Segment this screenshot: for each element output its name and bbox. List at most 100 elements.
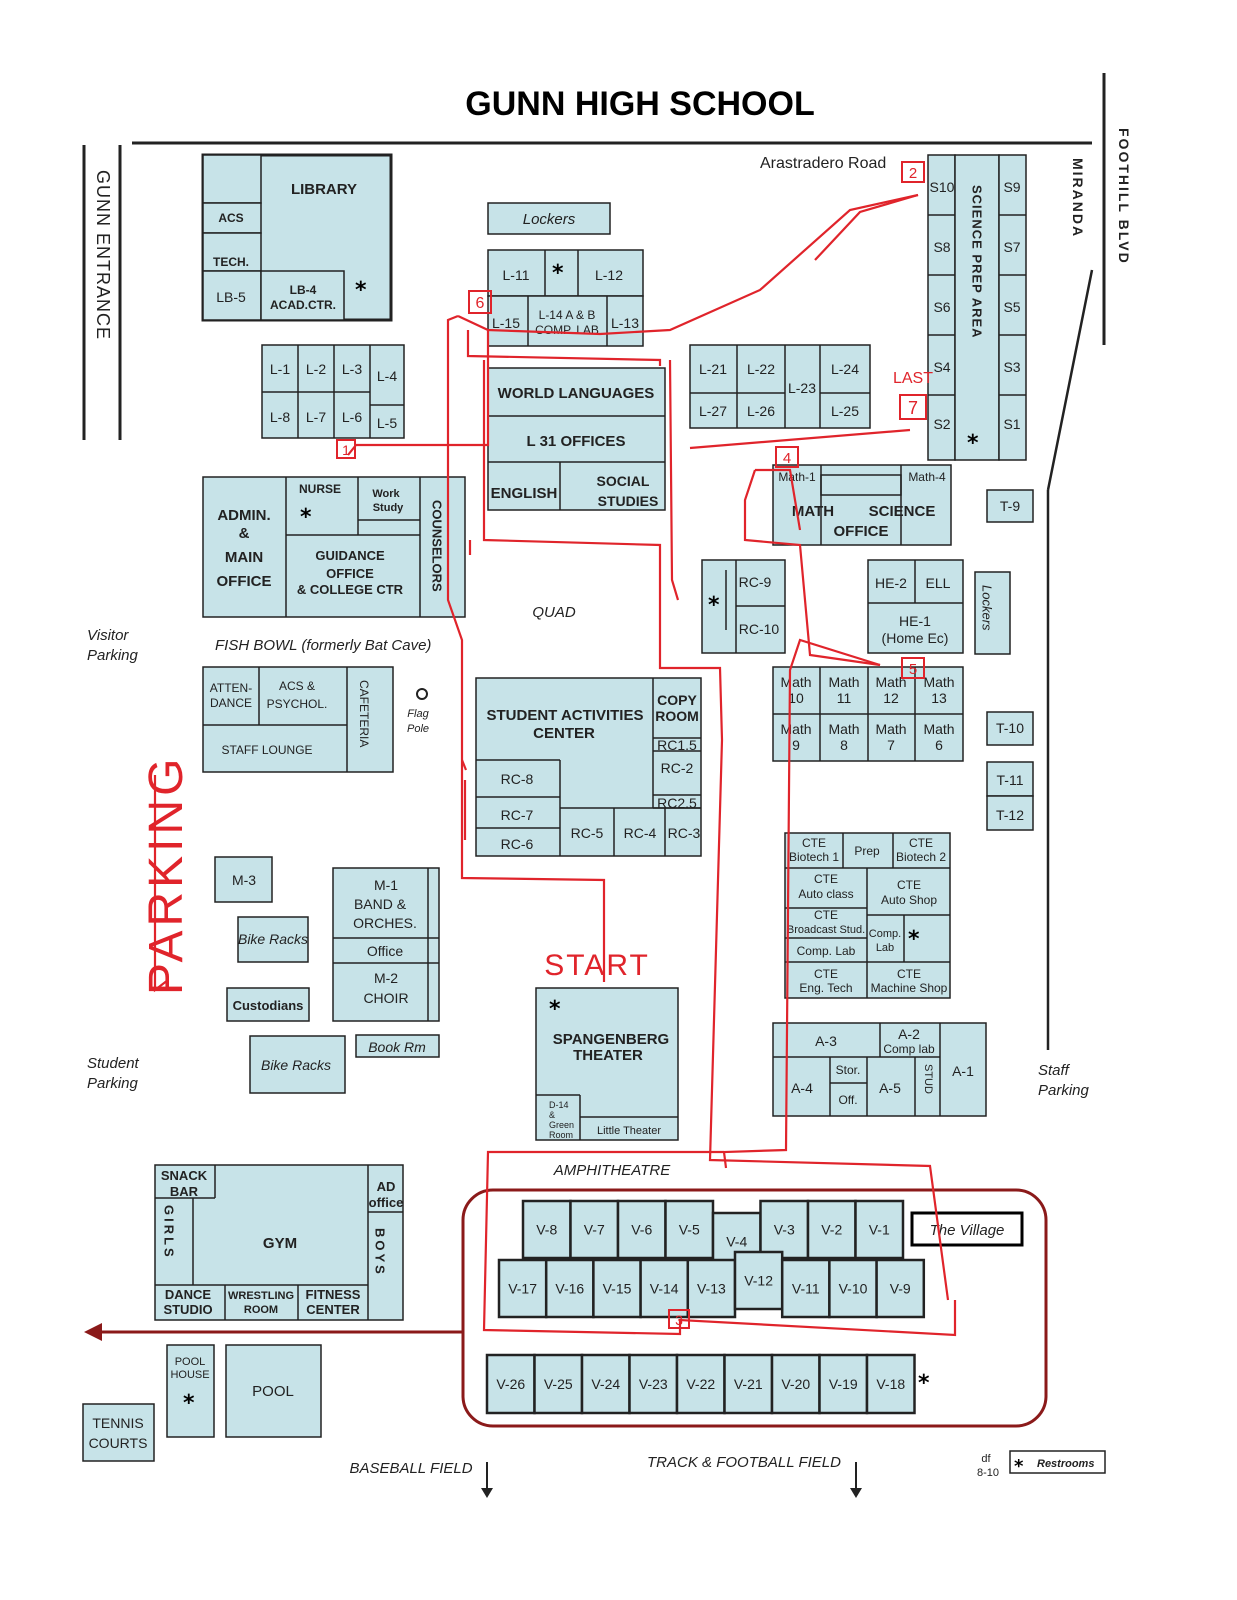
svg-text:L-12: L-12 — [595, 267, 623, 283]
village-room-label: V-12 — [744, 1273, 773, 1289]
restroom-star-icon: * — [355, 278, 367, 303]
svg-text:T-11: T-11 — [997, 772, 1024, 788]
svg-text:L-3: L-3 — [342, 361, 362, 377]
svg-text:HE-2: HE-2 — [875, 575, 907, 591]
svg-text:CENTER: CENTER — [306, 1302, 360, 1317]
lockers-top-label: Lockers — [523, 211, 576, 228]
svg-text:POOL: POOL — [175, 1356, 206, 1368]
svg-text:WRESTLING: WRESTLING — [228, 1290, 294, 1302]
route-marker-7: 7 — [899, 394, 927, 420]
svg-text:Lab: Lab — [876, 942, 894, 954]
village-room — [865, 1353, 916, 1415]
svg-text:CENTER: CENTER — [533, 725, 595, 742]
amphitheatre-label: AMPHITHEATRE — [553, 1162, 671, 1179]
foothill-label: FOOTHILL BLVD — [1116, 128, 1132, 265]
svg-text:RC1.5: RC1.5 — [657, 737, 697, 753]
svg-text:L-2: L-2 — [306, 361, 326, 377]
svg-text:SCIENCE: SCIENCE — [869, 503, 936, 520]
svg-text:Math: Math — [828, 674, 859, 690]
svg-text:M-2: M-2 — [374, 970, 398, 986]
svg-text:office: office — [369, 1195, 404, 1210]
village-room-label: V-1 — [869, 1222, 890, 1238]
student-parking-label-2: Parking — [87, 1075, 139, 1092]
village-room — [580, 1353, 631, 1415]
student-activities-building: STUDENT ACTIVITIES CENTER COPY ROOM RC1.… — [475, 677, 702, 857]
svg-text:GIRLS: GIRLS — [162, 1205, 177, 1260]
svg-text:*: * — [967, 431, 979, 456]
arastradero-road-label: Arastradero Road — [760, 155, 886, 172]
svg-text:Math-4: Math-4 — [908, 470, 946, 484]
svg-text:Comp lab: Comp lab — [883, 1042, 935, 1056]
svg-text:Room: Room — [549, 1130, 573, 1140]
svg-text:TENNIS: TENNIS — [92, 1415, 143, 1431]
svg-text:CTE: CTE — [909, 836, 933, 850]
village-room-label: V-26 — [496, 1376, 525, 1392]
village-room — [806, 1199, 857, 1260]
route-marker-6: 6 — [468, 290, 492, 314]
svg-text:1: 1 — [342, 442, 350, 458]
world-languages-building: WORLD LANGUAGES L 31 OFFICES ENGLISH SOC… — [487, 367, 666, 511]
quad-label: QUAD — [532, 604, 576, 621]
lb4-label-1: LB-4 — [290, 283, 317, 297]
gym-building: SNACK BAR AD office GIRLS GYM BOYS DANCE… — [154, 1164, 404, 1321]
svg-text:7: 7 — [908, 398, 918, 418]
svg-text:SCIENCE PREP AREA: SCIENCE PREP AREA — [970, 185, 985, 339]
village-room-label: V-5 — [679, 1222, 700, 1238]
svg-text:11: 11 — [837, 690, 852, 706]
visitor-parking-label-1: Visitor — [87, 627, 129, 644]
lockers-right — [974, 571, 1011, 655]
village-room — [733, 1250, 784, 1311]
village-room — [664, 1199, 715, 1260]
svg-text:CTE: CTE — [814, 967, 838, 981]
svg-text:M-1: M-1 — [374, 877, 398, 893]
miranda-road-line — [1046, 269, 1094, 491]
svg-text:Math: Math — [875, 674, 906, 690]
svg-text:POOL: POOL — [252, 1383, 294, 1400]
svg-text:L-11: L-11 — [503, 267, 530, 283]
svg-text:CAFETERIA: CAFETERIA — [357, 680, 371, 747]
village-room-label: V-14 — [650, 1281, 679, 1297]
svg-text:Eng. Tech: Eng. Tech — [799, 981, 852, 995]
svg-text:*: * — [1014, 1456, 1024, 1477]
svg-text:L-26: L-26 — [747, 403, 775, 419]
svg-text:DANCE: DANCE — [210, 696, 252, 710]
svg-text:M-3: M-3 — [232, 872, 256, 888]
svg-text:A-5: A-5 — [879, 1080, 901, 1096]
svg-text:T-10: T-10 — [996, 720, 1024, 736]
svg-text:T-12: T-12 — [996, 807, 1024, 823]
village-room-label: V-10 — [839, 1281, 868, 1297]
village-room-label: V-7 — [584, 1222, 605, 1238]
svg-text:GYM: GYM — [263, 1235, 297, 1252]
svg-text:MATH: MATH — [792, 503, 834, 520]
theater-building: * SPANGENBERG THEATER D-14 & Green Room … — [535, 987, 679, 1141]
svg-text:L-5: L-5 — [377, 415, 397, 431]
book-room — [355, 1034, 440, 1058]
route-marker-5: 5 — [901, 657, 925, 679]
village-room — [533, 1353, 584, 1415]
svg-text:ROOM: ROOM — [244, 1304, 278, 1316]
svg-text:CTE: CTE — [814, 908, 838, 922]
svg-text:L-7: L-7 — [306, 409, 326, 425]
svg-text:Flag: Flag — [407, 708, 429, 720]
start-label: START — [544, 949, 650, 982]
library-label: LIBRARY — [291, 181, 357, 198]
track-field-label: TRACK & FOOTBALL FIELD — [647, 1454, 841, 1471]
flag-pole-icon — [416, 688, 428, 700]
svg-text:A-4: A-4 — [791, 1080, 813, 1096]
svg-text:Prep: Prep — [854, 844, 880, 858]
svg-text:& COLLEGE CTR: & COLLEGE CTR — [297, 582, 404, 597]
village-room-label: V-9 — [890, 1281, 911, 1297]
svg-text:Bike Racks: Bike Racks — [238, 931, 308, 947]
svg-text:NURSE: NURSE — [299, 482, 341, 496]
village-room-label: V-21 — [734, 1376, 763, 1392]
village-room — [497, 1258, 548, 1319]
svg-text:COMP. LAB: COMP. LAB — [535, 323, 599, 337]
svg-text:BOYS: BOYS — [373, 1228, 388, 1277]
visitor-parking-label-2: Parking — [87, 647, 139, 664]
l1-l8-building: L-1 L-2 L-3 L-4 L-8 L-7 L-6 L-5 — [261, 344, 405, 439]
village-room — [875, 1258, 926, 1319]
svg-text:STUDENT ACTIVITIES: STUDENT ACTIVITIES — [487, 707, 644, 724]
village-room-label: V-6 — [631, 1222, 652, 1238]
